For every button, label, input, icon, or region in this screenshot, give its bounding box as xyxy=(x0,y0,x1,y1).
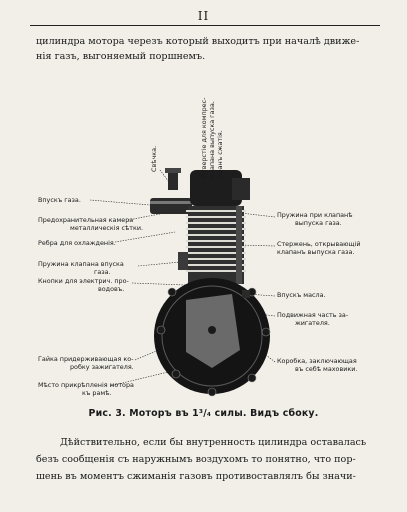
spark-plug xyxy=(168,172,178,190)
paragraph-top-line-2: нія газъ, выгоняемый поршнемъ. xyxy=(36,51,206,62)
figure-caption: Рис. 3. Моторъ въ 1³/₄ силы. Видъ сбоку. xyxy=(88,408,319,419)
label-spark-plug: Свѣчка. xyxy=(150,145,158,172)
cylinder-head xyxy=(190,170,242,206)
paragraph-bottom-line-2: безъ сообщенія съ наружнымъ воздухомъ то… xyxy=(36,454,356,465)
intake-pipe xyxy=(150,198,192,214)
label-compression-valve: Отверстіе для компрес- клапана выпуска г… xyxy=(200,97,224,178)
label-intake-valve-spring: Пружина клапана впуска газа. xyxy=(38,260,124,276)
header-rule xyxy=(30,25,380,26)
cooling-fins xyxy=(186,210,246,272)
label-frame-mount: Мѣсто прикрѣпленія мотора къ рамѣ. xyxy=(38,381,134,397)
label-safety-chamber: Предохранительная камера металлическія с… xyxy=(38,216,144,232)
label-exhaust-valve-spring: Пружина при клапанѣ выпуска газа. xyxy=(277,211,353,227)
label-gas-intake: Впускъ газа. xyxy=(38,196,81,204)
intake-valve-spring xyxy=(178,252,188,270)
label-exhaust-valve-rod: Стержень, открывающій клапанъ выпуска га… xyxy=(277,240,361,256)
page-number: II xyxy=(197,9,210,23)
paragraph-top-line-1: цилиндра мотора черезъ который выходитъ … xyxy=(36,36,360,47)
exhaust-valve-rod xyxy=(236,206,242,284)
oil-inlet xyxy=(242,290,250,298)
label-oil-inlet: Впускъ масла. xyxy=(277,291,326,299)
paragraph-bottom-line-1: Дѣйствительно, если бы внутренность цили… xyxy=(60,437,367,448)
label-ignition-nut: Гайка придерживающая ко- робку зажигател… xyxy=(38,355,134,371)
label-cooling-fins: Ребра для охлажденія. xyxy=(38,239,116,247)
label-flywheel-box: Коробка, заключающая въ себѣ маховики. xyxy=(277,357,358,373)
paragraph-bottom-line-3: шень въ моментъ сжиманія газовъ противос… xyxy=(36,471,356,482)
label-ignition-moving-part: Подвижная часть за- жигателя. xyxy=(277,311,349,327)
label-electric-wire-buttons: Кнопки для электрич. про- водовъ. xyxy=(38,277,129,293)
crankcase-bolts xyxy=(156,287,271,397)
